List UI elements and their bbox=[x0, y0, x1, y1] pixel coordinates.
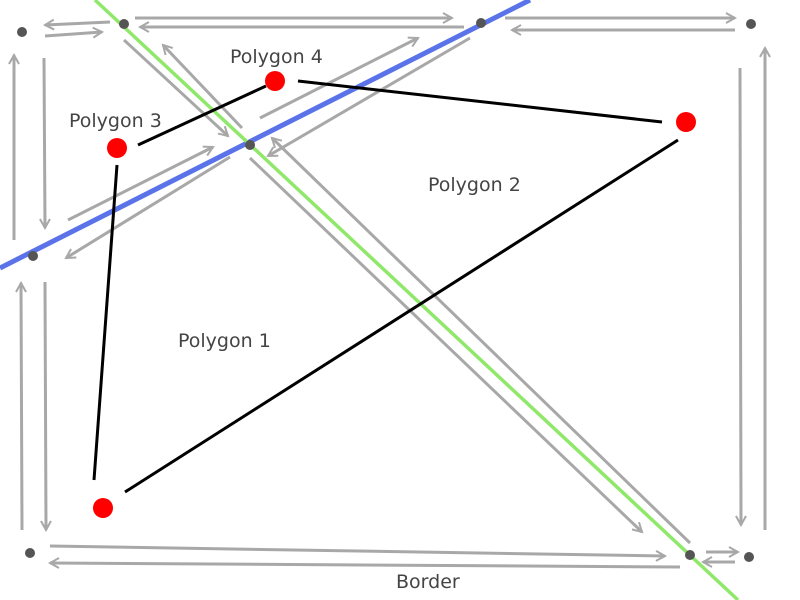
half-edge-arrow bbox=[49, 544, 665, 556]
vertices bbox=[17, 18, 756, 562]
vertex bbox=[28, 251, 38, 261]
site-points bbox=[93, 71, 696, 518]
half-edge-arrow bbox=[50, 563, 681, 567]
half-edge-arrow bbox=[21, 283, 22, 531]
vertex bbox=[744, 552, 754, 562]
polygon-2-label: Polygon 2 bbox=[428, 174, 521, 196]
site-point-polygon-1 bbox=[93, 498, 113, 518]
half-edge-arrow bbox=[268, 36, 471, 158]
half-edge-arrow bbox=[44, 32, 102, 36]
dual-edge bbox=[137, 84, 267, 147]
vertex bbox=[119, 19, 129, 29]
half-edge-arrow bbox=[740, 67, 741, 525]
half-edge-arrow bbox=[45, 281, 46, 530]
half-edge-arrow bbox=[163, 45, 244, 130]
half-edge-arrow bbox=[67, 147, 213, 222]
half-edge-arrow bbox=[248, 156, 642, 532]
half-edge-arrow bbox=[45, 22, 111, 25]
polygon-4-label: Polygon 4 bbox=[230, 46, 323, 68]
vertex bbox=[746, 19, 756, 29]
vertex bbox=[685, 550, 695, 560]
vertex bbox=[476, 18, 486, 28]
half-edge-arrow bbox=[272, 138, 692, 545]
half-edge-arrow bbox=[44, 57, 45, 228]
polygon-3-label: Polygon 3 bbox=[69, 110, 162, 132]
vertex bbox=[17, 27, 27, 37]
polygon-1-label: Polygon 1 bbox=[178, 330, 271, 352]
half-edge-arrows bbox=[14, 18, 765, 567]
half-edge-arrow bbox=[122, 38, 228, 136]
site-point-polygon-4 bbox=[265, 71, 285, 91]
vertex bbox=[245, 140, 255, 150]
vertex bbox=[25, 548, 35, 558]
dual-edge bbox=[124, 138, 679, 494]
dual-edges bbox=[92, 79, 679, 494]
blue-line bbox=[0, 0, 532, 271]
dual-edge bbox=[297, 79, 663, 124]
half-edge-arrow bbox=[66, 155, 231, 260]
border-label: Border bbox=[396, 571, 460, 593]
site-point-polygon-3 bbox=[107, 138, 127, 158]
site-point-polygon-2 bbox=[676, 112, 696, 132]
dual-edge bbox=[92, 164, 119, 481]
green-line bbox=[93, 0, 740, 600]
half-edge-arrow bbox=[259, 38, 418, 120]
